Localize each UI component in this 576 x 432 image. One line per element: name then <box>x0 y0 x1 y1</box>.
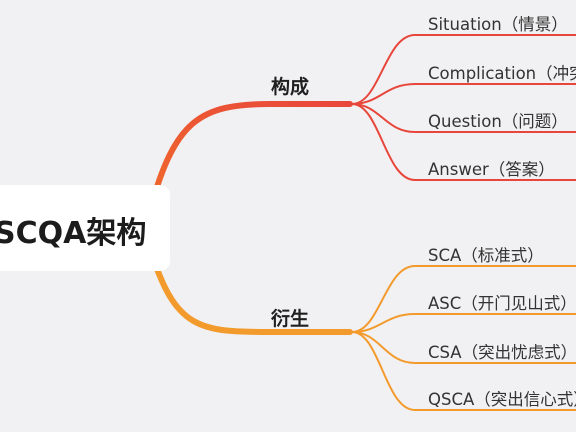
leaf-asc: ASC（开门见山式） <box>428 294 576 313</box>
leaf-connector-1-0 <box>351 265 576 333</box>
leaf-connector-0-1 <box>351 83 576 105</box>
leaf-connector-1-1 <box>351 313 576 333</box>
branch-connector-1 <box>147 245 353 335</box>
leaf-answer: Answer（答案） <box>428 160 555 179</box>
leaf-qsca: QSCA（突出信心式） <box>428 390 576 409</box>
leaf-csa: CSA（突出忧虑式） <box>428 343 576 362</box>
leaf-situation: Situation（情景） <box>428 15 568 34</box>
branch-label-derivation: 衍生 <box>271 308 310 330</box>
leaf-connector-0-2 <box>351 103 576 133</box>
leaf-complication: Complication（冲突） <box>428 64 576 83</box>
leaf-connector-1-2 <box>351 331 576 364</box>
root-node <box>0 185 170 271</box>
leaf-connector-0-0 <box>351 34 576 105</box>
leaf-question: Question（问题） <box>428 112 568 131</box>
root-label: SCQA架构 <box>0 216 147 251</box>
branch-label-composition: 构成 <box>271 76 310 98</box>
branch-connector-0 <box>147 101 353 213</box>
leaf-connector-1-3 <box>351 331 576 411</box>
leaf-connector-0-3 <box>351 103 576 181</box>
leaf-sca: SCA（标准式） <box>428 246 544 265</box>
